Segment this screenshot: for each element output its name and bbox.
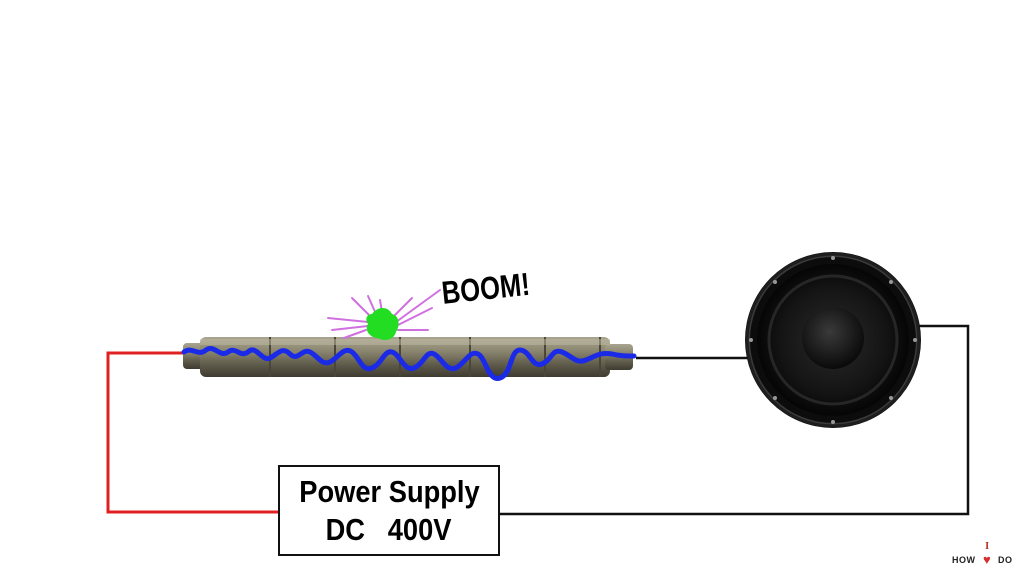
spark-rays	[327, 289, 441, 339]
positive-wire	[106, 351, 278, 514]
logo-text-do: DO	[998, 555, 1013, 565]
speaker-icon	[745, 252, 921, 428]
speaker-return-wire	[500, 324, 970, 516]
power-supply-voltage: DC 400V	[326, 511, 452, 547]
watermark-logo: HOW I ♥ DO	[950, 540, 1016, 568]
spark-flash	[366, 308, 399, 340]
logo-text-how: HOW	[952, 555, 976, 565]
coil-wire	[181, 346, 637, 381]
heart-icon: ♥	[983, 552, 991, 567]
metal-rod	[183, 337, 633, 377]
power-supply-title: Power Supply	[298, 473, 480, 509]
power-supply-box: Power Supply DC 400V	[278, 465, 500, 556]
logo-text-i: I	[985, 540, 990, 552]
